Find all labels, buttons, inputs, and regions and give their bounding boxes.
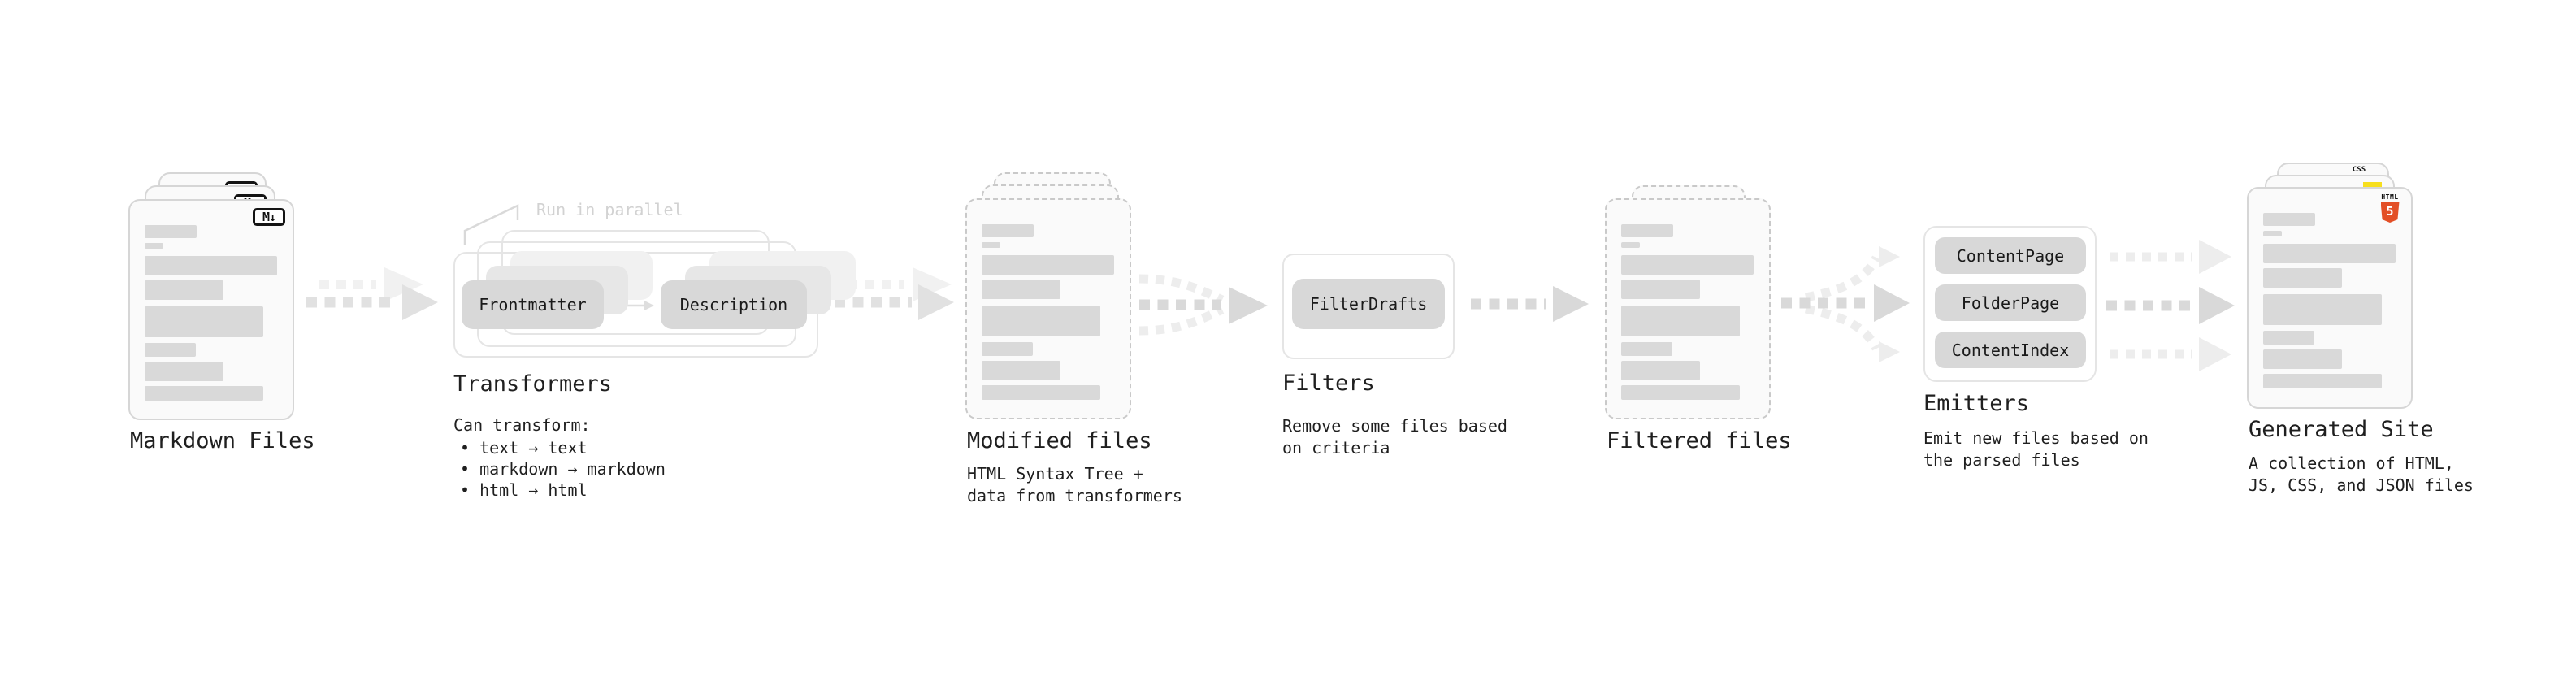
filters-panel (1282, 254, 1455, 359)
doc-text-bar (145, 256, 277, 275)
doc-text-bar (982, 306, 1100, 336)
doc-text-bar (982, 385, 1100, 400)
emitters-label: Emitters (1923, 391, 2030, 416)
generated-site-label: Generated Site (2249, 417, 2434, 442)
doc-text-bar (2263, 244, 2396, 263)
doc-text-bar (2263, 268, 2342, 288)
folderpage-button: FolderPage (1935, 284, 2086, 321)
doc-text-bar (145, 343, 196, 357)
arrow-filters-to-filtered (1471, 286, 1589, 322)
doc-text-bar (145, 362, 223, 381)
filters-desc: Remove some files based on criteria (1282, 416, 1507, 458)
doc-text-bar (1621, 242, 1640, 248)
run-in-parallel-note: Run in parallel (536, 200, 683, 219)
bullet-item: • markdown → markdown (460, 459, 666, 479)
modified-files-desc: HTML Syntax Tree + data from transformer… (967, 464, 1182, 505)
transformers-label: Transformers (453, 371, 613, 397)
contentindex-button: ContentIndex (1935, 332, 2086, 368)
doc-text-bar (982, 224, 1034, 237)
run-in-parallel-callout-line (463, 204, 519, 245)
doc-text-bar (145, 280, 223, 300)
transformers-bullet-list: • text → text • markdown → markdown • ht… (460, 437, 666, 501)
doc-text-bar (982, 361, 1060, 380)
doc-text-bar (1621, 255, 1754, 275)
doc-text-bar (145, 306, 263, 337)
modified-file-card-front (965, 198, 1131, 419)
doc-text-bar (2263, 374, 2382, 388)
emitters-desc: Emit new files based on the parsed files (1923, 428, 2149, 470)
filterdrafts-button: FilterDrafts (1292, 279, 1445, 329)
doc-text-bar (982, 242, 1000, 248)
doc-text-bar (982, 255, 1114, 275)
bullet-item: • text → text (460, 438, 588, 458)
arrow-emitters-to-site (2106, 240, 2235, 371)
transformers-desc-heading: Can transform: (453, 415, 591, 435)
doc-text-bar (1621, 306, 1740, 336)
doc-text-bar (1621, 224, 1673, 237)
doc-text-bar (2263, 213, 2315, 226)
filtered-file-card-front (1605, 198, 1771, 419)
doc-text-bar (1621, 280, 1700, 299)
arrow-filtered-to-emitters (1781, 246, 1910, 362)
emitters-panel (1923, 226, 2097, 382)
markdown-file-card-front: M↓ (128, 199, 294, 420)
arrow-modified-to-filters (1138, 274, 1268, 336)
site-file-card-front: HTML 5 (2247, 187, 2413, 409)
doc-text-bar (982, 280, 1060, 299)
arrow-transformers-to-modified (835, 267, 954, 320)
doc-text-bar (2263, 331, 2314, 345)
doc-text-bar (1621, 342, 1672, 356)
doc-text-bar (2263, 349, 2342, 369)
doc-text-bar (1621, 385, 1740, 400)
doc-text-bar (1621, 361, 1700, 380)
filtered-files-label: Filtered files (1607, 428, 1792, 453)
doc-text-bar (145, 386, 263, 401)
doc-text-bar (145, 243, 163, 249)
generated-site-desc: A collection of HTML, JS, CSS, and JSON … (2249, 453, 2474, 495)
markdown-files-label: Markdown Files (130, 428, 315, 453)
bullet-item: • html → html (460, 480, 588, 500)
doc-text-bar (2263, 231, 2282, 236)
markdown-icon: M↓ (253, 208, 285, 226)
doc-text-bar (145, 225, 197, 238)
description-button: Description (661, 280, 807, 329)
html5-icon: HTML 5 (2380, 193, 2400, 223)
doc-text-bar (2263, 294, 2382, 325)
arrow-markdown-to-transformers (306, 267, 438, 320)
filters-label: Filters (1282, 371, 1375, 396)
frontmatter-button: Frontmatter (462, 280, 604, 329)
doc-text-bar (982, 342, 1033, 356)
contentpage-button: ContentPage (1935, 237, 2086, 274)
modified-files-label: Modified files (967, 428, 1152, 453)
